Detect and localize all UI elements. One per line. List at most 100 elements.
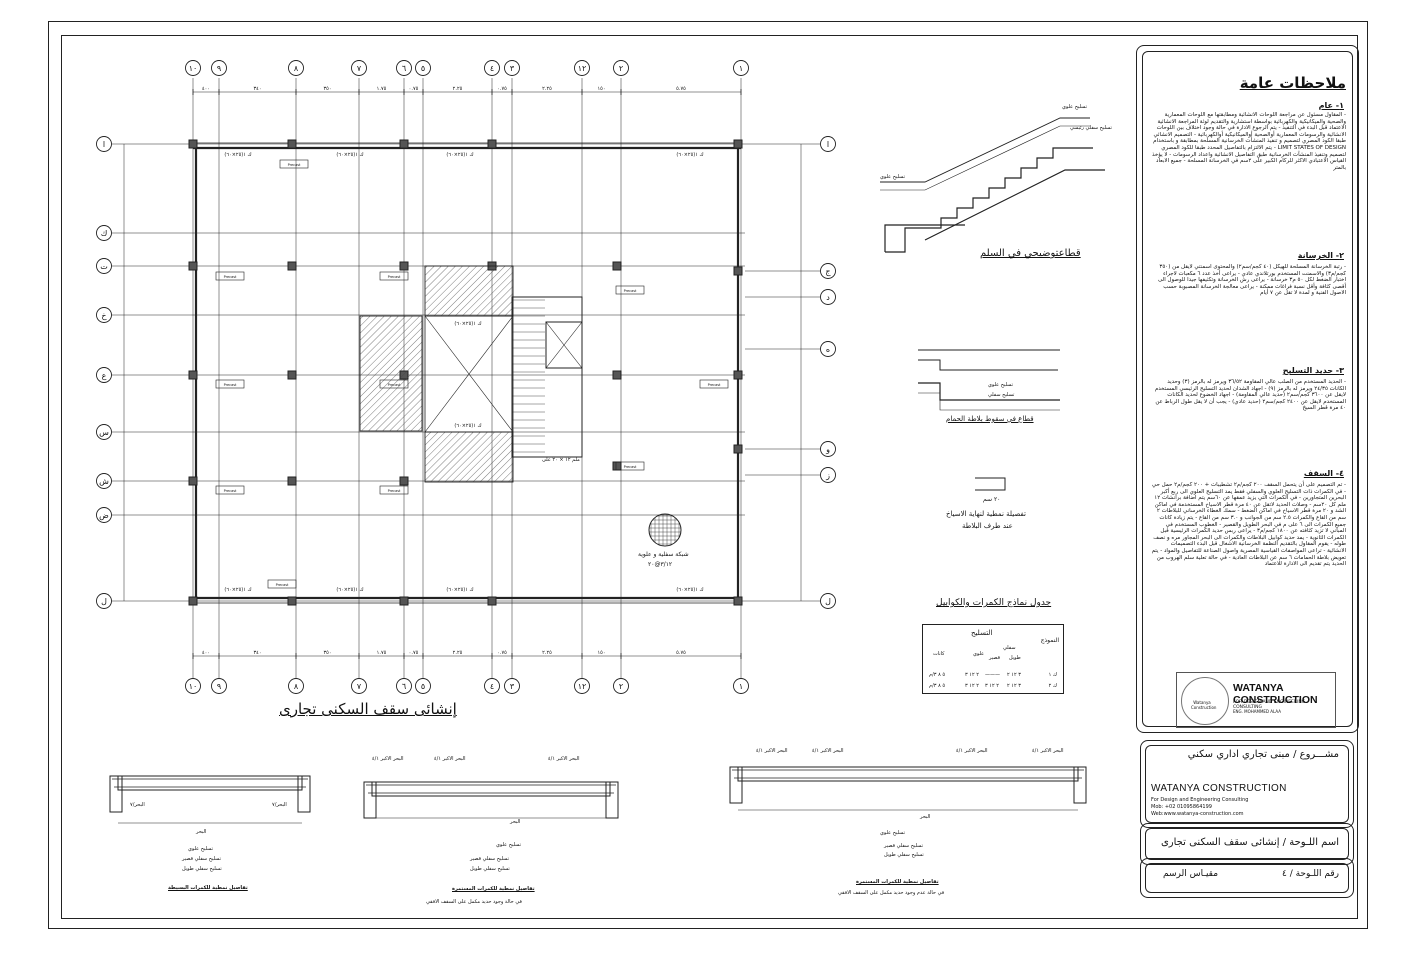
dim-value: ٢.٢٥ <box>542 650 552 656</box>
company-logo: Watanya Construction WATANYA CONSTRUCTIO… <box>1176 672 1336 728</box>
sched-h-long: طويل <box>1009 655 1021 661</box>
continuous-beam-detail-2 <box>737 766 1079 782</box>
bottom2-dim3: البحر الاكبر ٤/١ <box>548 756 580 762</box>
grid-label-left: ش <box>99 477 109 486</box>
beam-label: ك ١(٢٥×٦٠) <box>224 152 251 158</box>
precast-label: Precast <box>224 383 237 387</box>
grid-label-right: د <box>826 293 830 302</box>
notes-title: ملاحظات عامة <box>1239 74 1346 92</box>
sheet-number: رقم اللـوحة / ٤ <box>1282 869 1339 879</box>
grid-label-top: ٩ <box>217 64 221 73</box>
column <box>287 596 297 606</box>
grid-label-top: ٦ <box>402 64 406 73</box>
grid-label-left: ا <box>103 140 105 149</box>
grid-bubble-top <box>484 678 500 694</box>
sched-r1-top: ٢ ١٢ ٣ <box>965 672 979 678</box>
grid-bubble-right <box>820 593 836 609</box>
notes-section-slab-title: ٤- السقف <box>1303 469 1344 478</box>
grid-bubble-top <box>351 60 367 76</box>
grid-bubble-left <box>96 424 112 440</box>
bath-label-top: تسليح علوي <box>988 382 1013 388</box>
bottom3-span: البحر <box>920 814 931 820</box>
sheet-name: اسم اللـوحة / إنشائى سقف السكنى تجارى <box>1160 837 1339 848</box>
bottom3-dim4: البحر الاكبر ٤/١ <box>1032 748 1064 754</box>
precast-label: Precast <box>388 489 401 493</box>
grid-bubble-top <box>504 60 520 76</box>
stair-slab-top <box>880 117 1090 183</box>
logo-engineer: ENG. MOHAMMED ALAA <box>1233 709 1281 714</box>
column <box>287 370 297 380</box>
dim-value: ٠.٧٥ <box>497 86 507 92</box>
bath-slab-drop-bottom <box>918 392 1060 411</box>
dim-value: ٥.٧٥ <box>676 86 686 92</box>
sched-h-short: قصير <box>989 655 1000 661</box>
grid-label-top: ٥ <box>421 64 425 73</box>
stair-note: ملم ١٢ × ٢٠ على <box>542 457 580 463</box>
opening-x <box>424 315 514 433</box>
grid-bubble-right <box>820 263 836 279</box>
precast-element <box>215 271 245 281</box>
dim-value: ٠.٧٥ <box>409 650 419 656</box>
grid-bubble-top <box>351 678 367 694</box>
precast-element <box>215 485 245 495</box>
bottom2-short: تسليح سفلي قصير <box>470 856 509 862</box>
grid-bubble-left <box>96 136 112 152</box>
grid-bubble-top <box>613 678 629 694</box>
bottom1-short: تسليح سفلي قصير <box>182 856 221 862</box>
grid-bubble-top <box>396 678 412 694</box>
notes-section-general: - المقاول مسئول عن مراجعة اللوحات الانشا… <box>1152 112 1346 171</box>
bath-section-title: قطاع في سقوط بلاطة الحمام <box>946 415 1034 423</box>
column <box>487 596 497 606</box>
grid-bubble-top <box>211 678 227 694</box>
sched-r2-long: ٣ ١٢ ٢ <box>1007 683 1021 689</box>
bottom1-seg-left: البحر/٧ <box>130 802 145 808</box>
grid-label-left: ع <box>102 371 107 380</box>
dim-value: ١.٧٥ <box>377 86 387 92</box>
edge-detail-title: تفصيلة نمطية لنهاية الاسياخ <box>946 510 1026 518</box>
drawing-sheet-border <box>48 21 1368 929</box>
column <box>612 370 622 380</box>
dim-value: ١٥٠ <box>597 650 605 656</box>
precast-element <box>615 461 645 471</box>
grid-label-top: ٥ <box>421 682 425 691</box>
column <box>733 370 743 380</box>
beam-label: ك ١(٢٥×٦٠) <box>224 587 251 593</box>
drawing-inner-border <box>61 35 1358 919</box>
precast-label: Precast <box>708 383 721 387</box>
sched-r1-short: ——— <box>985 672 1000 678</box>
bath-label-bottom: تسليح سفلي <box>988 392 1015 398</box>
stair-void <box>545 321 583 369</box>
grid-label-left: ت <box>100 262 108 271</box>
grid-bubble-top <box>484 60 500 76</box>
stair-landing <box>884 224 965 252</box>
grid-label-top: ٤ <box>490 682 494 691</box>
grid-bubble-left <box>96 507 112 523</box>
logo-small-text: Watanya Construction <box>1191 700 1217 710</box>
column <box>188 596 198 606</box>
sched-h-model: النموذج <box>1040 637 1059 644</box>
grid-bubble-top <box>733 678 749 694</box>
mesh-value: ٣/١٢@٢٠ <box>648 561 673 568</box>
column <box>287 139 297 149</box>
precast-element <box>699 379 729 389</box>
grid-label-left: ض <box>99 511 109 520</box>
grid-label-right: و <box>825 445 830 454</box>
dim-value: ٣٥٠ <box>323 650 331 656</box>
grid-bubble-top <box>288 60 304 76</box>
stair-section-title: قطاعتوضيحي في السلم <box>980 248 1081 259</box>
grid-label-top: ٤ <box>490 64 494 73</box>
column <box>287 476 297 486</box>
beam-label: ك ١(٢٥×٦٠) <box>446 587 473 593</box>
grid-label-left: ك <box>101 229 108 238</box>
grid-bubble-right <box>820 136 836 152</box>
bottom2-long: تسليح سفلي طويل <box>470 866 510 872</box>
grid-label-right: ج <box>825 267 831 276</box>
grid-label-top: ١٢ <box>578 682 587 691</box>
company-line-2: Mob: +02 01095864199 <box>1151 804 1212 810</box>
bottom3-short: تسليح سفلي قصير <box>884 843 923 849</box>
column <box>612 261 622 271</box>
beam-label-center: ك ١(٢٥×٦٠) <box>454 321 481 327</box>
bottom2-top: تسليح علوي <box>496 842 521 848</box>
precast-label: Precast <box>624 465 637 469</box>
